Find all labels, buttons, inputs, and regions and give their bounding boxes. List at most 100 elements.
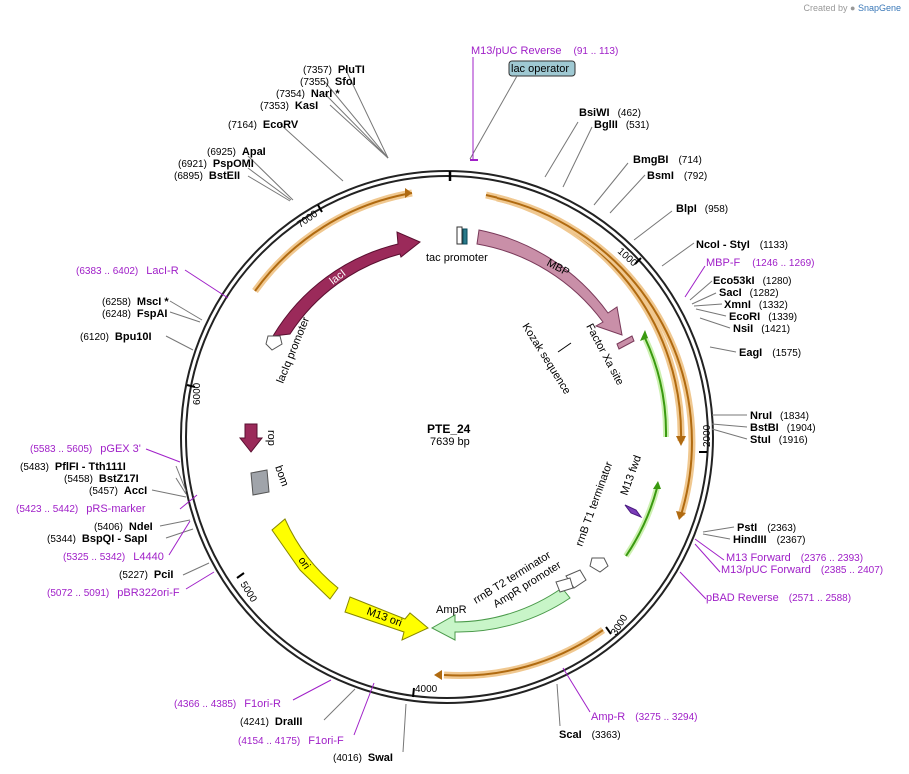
credit-brand: SnapGene	[857, 3, 901, 13]
svg-text:(4016)SwaI: (4016)SwaI	[333, 752, 393, 764]
primer-pos: (5072 .. 5091)	[47, 588, 109, 599]
feature-lac-operator: lac operator	[469, 60, 576, 160]
svg-text:BsmI(792): BsmI(792)	[647, 170, 707, 182]
enzyme-pos: (1332)	[759, 300, 788, 311]
enzyme-labels: (7357)PluTI (7355) SfoI (7354) NarI * (735…	[20, 64, 816, 764]
primer-pos: (3275 .. 3294)	[635, 712, 697, 723]
svg-text:(6120)Bpu10I: (6120)Bpu10I	[80, 331, 152, 343]
svg-text:(7357)PluTI: (7357)PluTI	[303, 64, 365, 76]
enzyme-pos: (6258)	[102, 297, 131, 308]
enzyme-name: BsiWI	[579, 107, 610, 119]
enzyme-pos: (2363)	[767, 523, 796, 534]
feature-ori-label: ori	[296, 555, 313, 572]
green-orf-arcs	[623, 330, 670, 558]
svg-text:(6895)BstEII: (6895)BstEII	[174, 170, 240, 182]
enzyme-pos: (1339)	[768, 312, 797, 323]
primer-name: F1ori-R	[244, 698, 281, 710]
orf-arcs	[252, 188, 696, 680]
enzyme-pos: (7357)	[303, 65, 332, 76]
enzyme-name: SfoI	[335, 76, 356, 88]
feature-m13-fwd-label: M13 fwd	[619, 454, 644, 497]
enzyme-pos: (6895)	[174, 171, 203, 182]
primer-pos: (91 .. 113)	[573, 46, 618, 57]
enzyme-pos: (1133)	[760, 240, 788, 251]
enzyme-pos: (1280)	[763, 276, 792, 287]
enzyme-pos: (1575)	[772, 348, 801, 359]
feature-ampr: AmpR	[430, 587, 571, 641]
enzyme-name: NcoI - StyI	[696, 239, 750, 251]
svg-text:M13 Forward(2376 .. 2393): M13 Forward(2376 .. 2393)	[726, 552, 863, 564]
enzyme-pos: (714)	[678, 155, 701, 166]
enzyme-name: PspOMI	[213, 158, 254, 170]
tick-2000: 2000	[702, 424, 713, 447]
svg-text:(6258)MscI *: (6258)MscI *	[102, 296, 169, 308]
svg-text:(5583 .. 5605)pGEX 3': (5583 .. 5605)pGEX 3'	[30, 443, 141, 455]
svg-text:BstBI(1904): BstBI(1904)	[750, 422, 816, 434]
primer-name: F1ori-F	[308, 735, 344, 747]
primer-name: L4440	[133, 551, 164, 563]
enzyme-pos: (7164)	[228, 120, 257, 131]
enzyme-name: BstZ17I	[99, 473, 139, 485]
snapgene-credit: Created by ● SnapGene	[803, 3, 901, 13]
svg-text:Eco53kI(1280): Eco53kI(1280)	[713, 275, 792, 287]
svg-text:(6248)FspAI: (6248)FspAI	[102, 308, 167, 320]
enzyme-pos: (2367)	[777, 535, 806, 546]
tick-5000: 5000	[237, 580, 258, 605]
enzyme-pos: (4241)	[240, 717, 269, 728]
enzyme-pos: (6120)	[80, 332, 109, 343]
svg-text:StuI(1916): StuI(1916)	[750, 434, 808, 446]
enzyme-name: NarI *	[311, 88, 340, 100]
enzyme-pos: (1834)	[780, 411, 809, 422]
svg-text:(5457)AccI: (5457)AccI	[89, 485, 147, 497]
enzyme-name: EcoRV	[263, 119, 299, 131]
feature-ori: ori	[271, 518, 339, 600]
enzyme-pos: (6921)	[178, 159, 207, 170]
svg-text:ScaI(3363): ScaI(3363)	[559, 729, 621, 741]
enzyme-name: DraIII	[275, 716, 303, 728]
svg-text:PstI(2363): PstI(2363)	[737, 522, 796, 534]
svg-text:(5072 .. 5091)pBR322ori-F: (5072 .. 5091)pBR322ori-F	[47, 587, 180, 599]
svg-text:(7355)SfoI: (7355) SfoI	[300, 76, 356, 88]
enzyme-name: NsiI	[733, 323, 753, 335]
enzyme-name: StuI	[750, 434, 771, 446]
primer-pos: (5423 .. 5442)	[16, 504, 78, 515]
enzyme-name: PflFI - Tth111I	[55, 461, 126, 473]
enzyme-name: BglII	[594, 119, 618, 131]
svg-text:(6921)PspOMI: (6921) PspOMI	[178, 158, 254, 170]
tick-6000: 6000	[192, 382, 203, 405]
enzyme-name: BmgBI	[633, 154, 668, 166]
primer-name: M13/pUC Forward	[721, 564, 811, 576]
enzyme-pos: (5344)	[47, 534, 76, 545]
primer-pos: (5325 .. 5342)	[63, 552, 125, 563]
primer-name: LacI-R	[146, 265, 178, 277]
feature-kozak-label: Kozak sequence	[519, 321, 572, 396]
snapgene-logo-icon: ●	[850, 3, 856, 13]
enzyme-pos: (7355)	[300, 77, 329, 88]
svg-text:NruI(1834): NruI(1834)	[750, 410, 809, 422]
enzyme-name: EcoRI	[729, 311, 760, 323]
svg-text:(5325 .. 5342)L4440: (5325 .. 5342) L4440	[63, 551, 164, 563]
feature-mbp: MBP	[476, 229, 623, 336]
enzyme-name: FspAI	[137, 308, 168, 320]
primer-pos: (2385 .. 2407)	[821, 565, 883, 576]
svg-text:(7353)KasI: (7353)KasI	[260, 100, 318, 112]
primer-name: Amp-R	[591, 711, 625, 723]
enzyme-name: BspQI - SapI	[82, 533, 147, 545]
enzyme-name: PciI	[154, 569, 174, 581]
feature-tac-promoter: tac promoter	[426, 226, 488, 264]
svg-text:M13/pUC Forward(2385 .. 2407): M13/pUC Forward (2385 .. 2407)	[721, 564, 883, 576]
svg-text:(6925)ApaI: (6925)ApaI	[207, 146, 266, 158]
enzyme-name: AccI	[124, 485, 147, 497]
primer-name: MBP-F	[706, 257, 741, 269]
primer-name: M13 Forward	[726, 552, 791, 564]
feature-factor-xa: Factor Xa site	[583, 322, 635, 387]
enzyme-pos: (7354)	[276, 89, 305, 100]
svg-text:(7164)EcoRV: (7164) EcoRV	[228, 119, 299, 131]
tick-4000: 4000	[415, 684, 438, 695]
backbone	[180, 170, 714, 704]
enzyme-pos: (958)	[705, 204, 728, 215]
primer-pos: (2571 .. 2588)	[789, 593, 851, 604]
svg-text:(5423 .. 5442)pRS-marker: (5423 .. 5442)pRS-marker	[16, 503, 146, 515]
feature-kozak: Kozak sequence	[519, 321, 572, 396]
